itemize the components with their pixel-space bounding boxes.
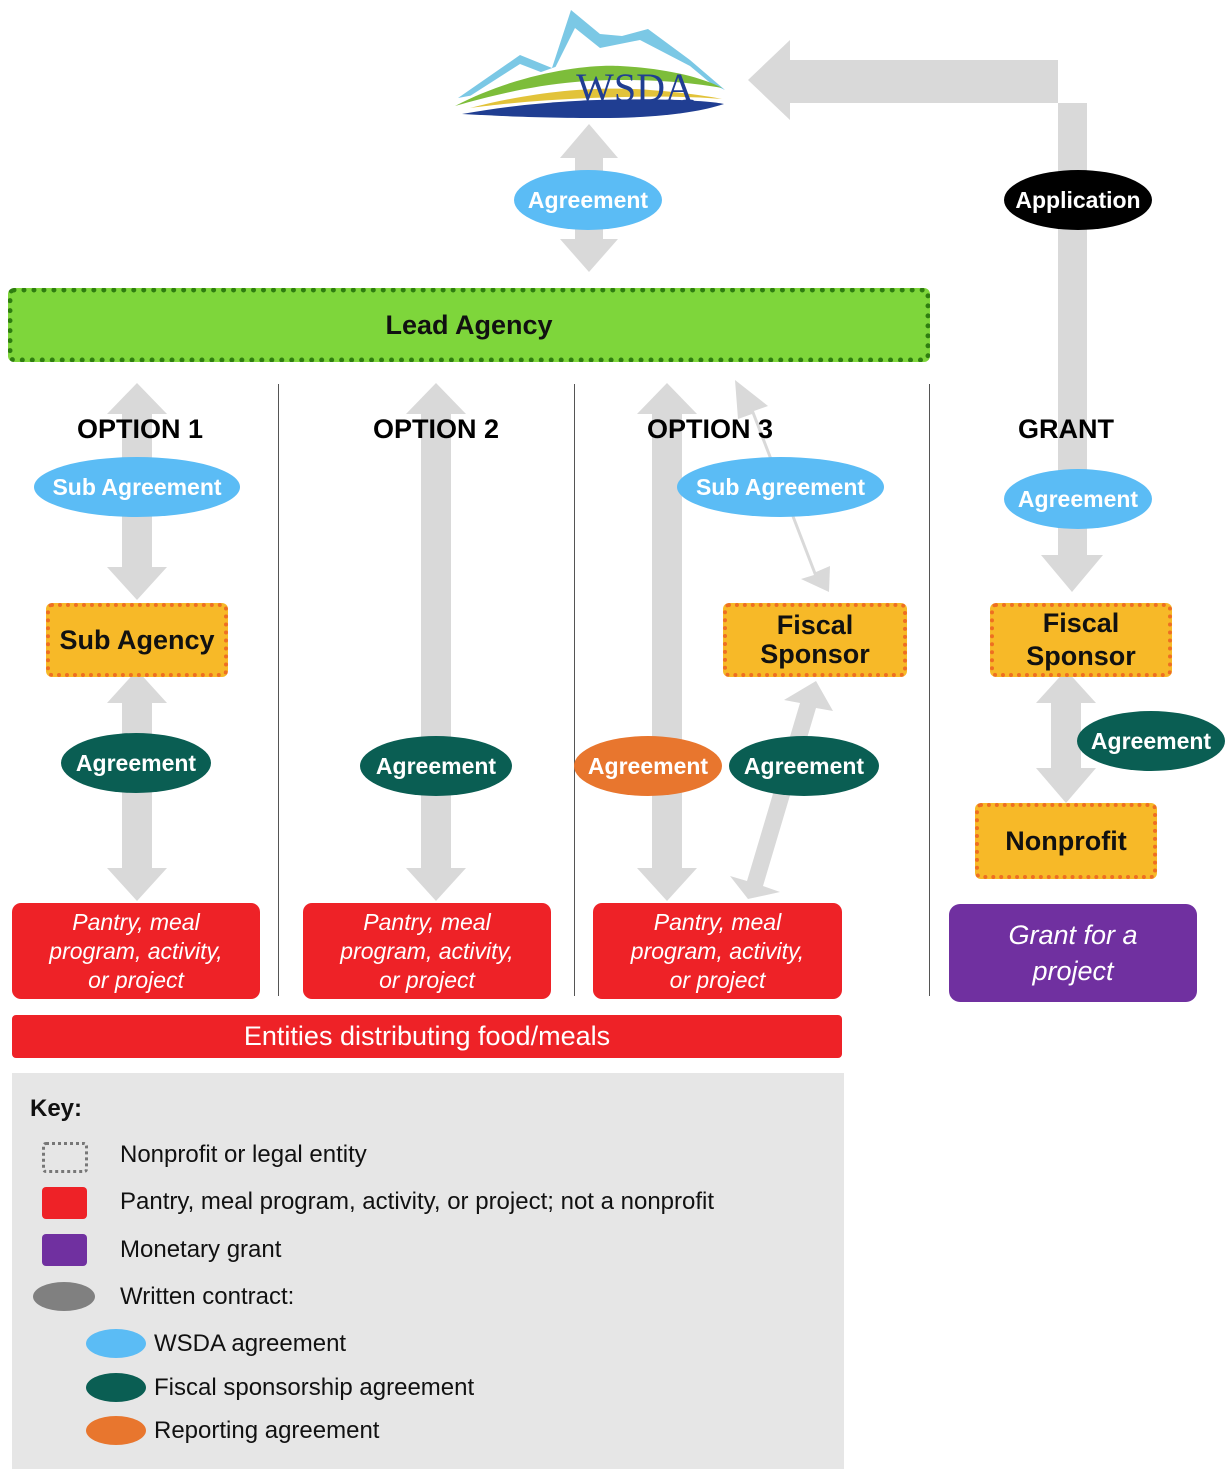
distribution-bar: Entities distributing food/meals <box>12 1015 842 1058</box>
distribution-bar-label: Entities distributing food/meals <box>243 1021 611 1051</box>
divider-1 <box>278 384 279 996</box>
option-1-header: OPTION 1 <box>76 414 204 444</box>
divider-3 <box>929 384 930 996</box>
arrow-opt3-reporting <box>637 383 697 901</box>
opt3-reporting-agreement-badge: Agreement <box>574 736 722 796</box>
option-2-header: OPTION 2 <box>372 414 500 444</box>
opt3-fiscal-sponsor-box: Fiscal Sponsor <box>723 603 907 677</box>
key-item-nonprofit: Nonprofit or legal entity <box>120 1141 367 1168</box>
grant-project-box: Grant for a project <box>949 904 1197 1002</box>
wsda-logo: WSDA <box>455 10 725 118</box>
lead-agency-label: Lead Agency <box>385 309 553 340</box>
key-fiscal-swatch <box>86 1373 146 1402</box>
arrow-grant-fiscal <box>1036 670 1096 803</box>
opt3-fiscal-agreement-badge: Agreement <box>729 736 879 796</box>
nonprofit-label: Nonprofit <box>1005 825 1127 856</box>
grant-fiscal-agreement-badge: Agreement <box>1077 711 1225 771</box>
opt2-agreement-badge: Agreement <box>360 736 512 796</box>
opt1-program-box: Pantry, meal program, activity, or proje… <box>12 903 260 999</box>
program-line2: program, activity, <box>49 937 223 964</box>
key-contract-fiscal: Fiscal sponsorship agreement <box>154 1374 475 1401</box>
key-panel: Key: Nonprofit or legal entity Pantry, m… <box>12 1073 844 1469</box>
program-line3: or project <box>379 966 475 993</box>
opt3-program-box: Pantry, meal program, activity, or proje… <box>593 903 842 999</box>
key-program-swatch-box <box>42 1187 87 1219</box>
program-line2: program, activity, <box>630 937 805 964</box>
application-badge: Application <box>1004 170 1152 230</box>
opt2-program-box: Pantry, meal program, activity, or proje… <box>303 903 551 999</box>
grant-fiscal-sponsor-line2: Sponsor <box>1026 641 1136 671</box>
opt3-fiscal-sponsor-line2: Sponsor <box>760 639 870 669</box>
opt3-fiscal-sponsor-line1: Fiscal <box>776 610 854 640</box>
key-wsda-swatch <box>86 1329 146 1358</box>
opt3-sub-agreement-badge: Sub Agreement <box>677 457 884 517</box>
grant-fiscal-sponsor-line1: Fiscal <box>1042 608 1120 638</box>
key-item-program: Pantry, meal program, activity, or proje… <box>120 1188 715 1215</box>
logo-green-swoosh <box>455 65 722 106</box>
key-nonprofit-swatch <box>42 1142 88 1173</box>
key-reporting-swatch <box>86 1416 146 1445</box>
logo-blue-swoosh <box>462 99 724 118</box>
key-item-contract: Written contract: <box>120 1283 295 1310</box>
key-contract-wsda: WSDA agreement <box>154 1330 347 1357</box>
logo-text: WSDA <box>576 65 694 110</box>
program-line3: or project <box>669 966 766 993</box>
arrow-opt2 <box>406 383 466 901</box>
program-line1: Pantry, meal <box>653 908 782 935</box>
key-title: Key: <box>30 1095 83 1122</box>
program-line3: or project <box>88 966 184 993</box>
logo-yellow-swoosh <box>470 88 722 108</box>
grant-header: GRANT <box>1018 414 1114 444</box>
nonprofit-box: Nonprofit <box>975 803 1157 879</box>
key-contract-swatch <box>33 1282 95 1311</box>
key-contract-reporting: Reporting agreement <box>154 1417 380 1444</box>
arrow-application <box>748 40 1103 592</box>
sub-agency-box: Sub Agency <box>46 603 228 677</box>
program-line2: program, activity, <box>340 937 514 964</box>
program-line1: Pantry, meal <box>363 908 491 935</box>
lead-agency-box: Lead Agency <box>8 288 930 362</box>
grant-project-line1: Grant for a <box>1008 920 1138 950</box>
option-3-header: OPTION 3 <box>646 414 774 444</box>
divider-2 <box>574 384 575 996</box>
opt1-sub-agreement-badge: Sub Agreement <box>34 457 240 517</box>
opt1-agreement-badge: Agreement <box>61 733 211 793</box>
grant-project-line2: project <box>1032 956 1114 986</box>
key-item-grant: Monetary grant <box>120 1236 282 1263</box>
grant-agreement-badge: Agreement <box>1004 469 1152 529</box>
grant-fiscal-sponsor-box: Fiscal Sponsor <box>990 603 1172 677</box>
key-grant-swatch <box>42 1234 87 1266</box>
top-agreement-badge: Agreement <box>514 170 662 230</box>
sub-agency-label: Sub Agency <box>59 624 215 655</box>
program-line1: Pantry, meal <box>72 908 200 935</box>
